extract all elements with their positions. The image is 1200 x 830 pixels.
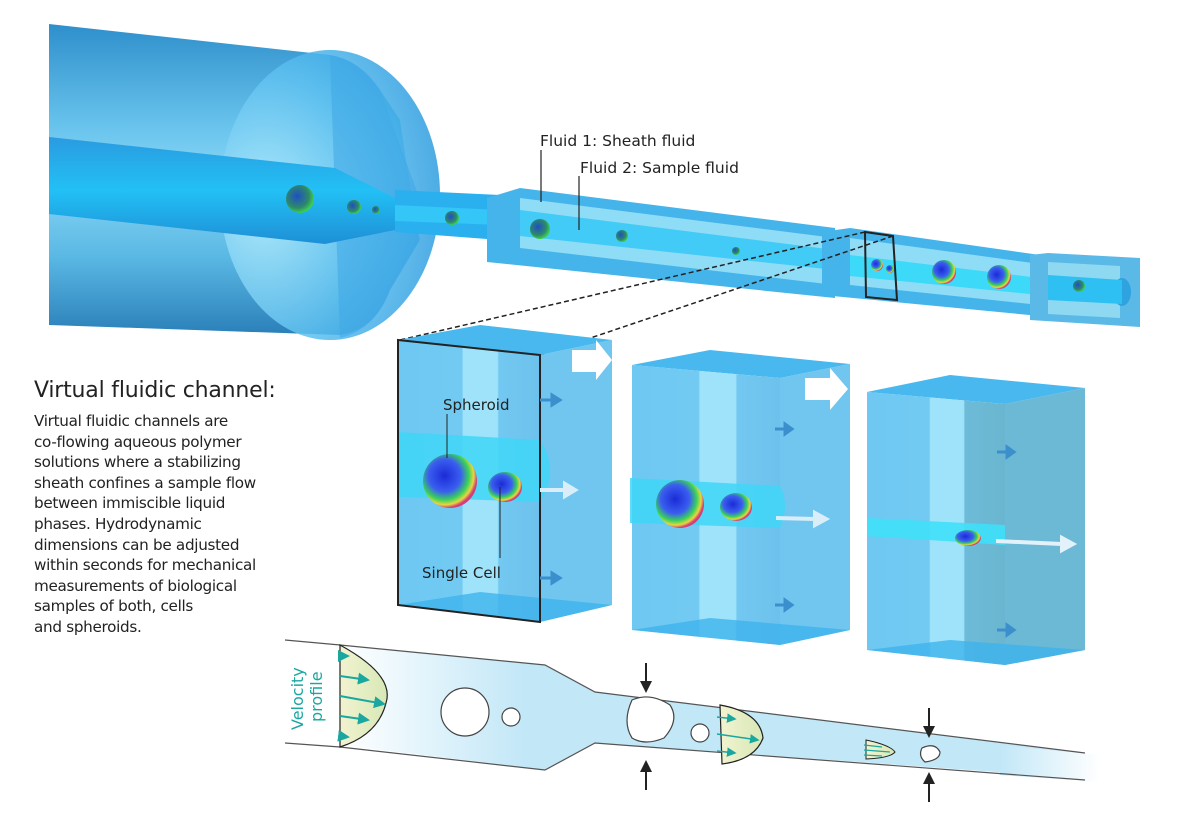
description-line: phases. Hydrodynamic <box>34 514 202 533</box>
velocity-profile-3 <box>865 739 896 760</box>
description-panel: Virtual fluidic channel: Virtual fluidic… <box>34 378 334 638</box>
description-line: dimensions can be adjusted <box>34 535 240 554</box>
description-line: within seconds for mechanical <box>34 556 256 575</box>
description-line: samples of both, cells <box>34 597 194 616</box>
description-line: co-flowing aqueous polymer <box>34 432 242 451</box>
description-line: measurements of biological <box>34 576 237 595</box>
description-line: Virtual fluidic channels are <box>34 412 228 430</box>
single-cell <box>488 472 522 502</box>
description-body: Virtual fluidic channels are co-flowing … <box>34 411 334 638</box>
schematic-spheroid <box>440 687 490 737</box>
spheroid-large <box>286 185 314 213</box>
single-cell-label: Single Cell <box>422 564 501 582</box>
detail-box-3 <box>867 375 1085 665</box>
fluid2-label: Fluid 2: Sample fluid <box>580 159 739 177</box>
squeezed-cell <box>919 745 941 763</box>
rectangular-channel <box>487 188 1140 327</box>
description-line: between immiscible liquid <box>34 494 226 513</box>
inlet-nozzle <box>49 24 500 340</box>
cell-small <box>372 206 380 214</box>
zoom-line-bottom <box>539 235 894 356</box>
spheroid-label: Spheroid <box>443 396 509 414</box>
velocity-label-line1: Velocity <box>288 667 307 730</box>
description-line: and spheroids. <box>34 617 142 636</box>
spheroid-medium <box>347 200 361 214</box>
detail-box-2 <box>630 350 850 645</box>
velocity-profile-1 <box>339 643 388 748</box>
description-title: Virtual fluidic channel: <box>34 378 276 403</box>
schematic-channel: Velocity profile <box>284 639 1100 802</box>
fluid1-label: Fluid 1: Sheath fluid <box>540 132 695 150</box>
sample-stream-2 <box>630 478 785 528</box>
spheroid <box>423 454 477 508</box>
schematic-cell <box>501 707 521 727</box>
schematic-channel-body <box>340 645 1080 778</box>
cell-outlet <box>445 211 459 225</box>
zoom-window-frame <box>863 230 899 302</box>
velocity-label-line2: profile <box>307 671 326 722</box>
deformed-cell <box>690 723 710 743</box>
description-line: solutions where a stabilizing <box>34 453 241 472</box>
sample-tube <box>49 137 395 244</box>
detail-box-1: Spheroid Single Cell <box>397 325 612 624</box>
deformed-spheroid <box>626 696 675 743</box>
description-line: sheath confines a sample flow <box>34 473 256 492</box>
